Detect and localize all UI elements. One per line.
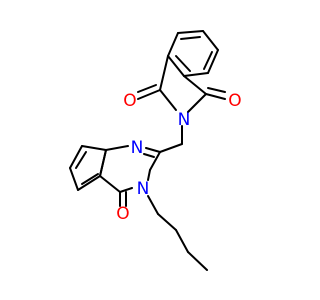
nitrogen-atom-label-amide: N	[137, 179, 150, 199]
oxygen-atom-label-right: O	[228, 91, 241, 111]
imide-ring	[159, 55, 207, 113]
nitrogen-atom-label-imide: N	[178, 110, 191, 130]
nitrogen-atom-label-ring: N	[131, 138, 144, 158]
oxygen-atom-label-carbonyl: O	[116, 204, 129, 224]
imide-carbonyl-bonds	[137, 84, 226, 100]
butyl-chain	[147, 195, 208, 271]
oxygen-atom-label-left: O	[123, 91, 136, 111]
quinazolinone-carbonyl	[119, 191, 127, 207]
quinazoline-benzene-ring	[69, 145, 107, 191]
phthalimide-benzene-ring	[167, 30, 219, 77]
methylene-linker	[159, 125, 183, 153]
molecule-structure-diagram: O O N N N O	[69, 30, 242, 271]
